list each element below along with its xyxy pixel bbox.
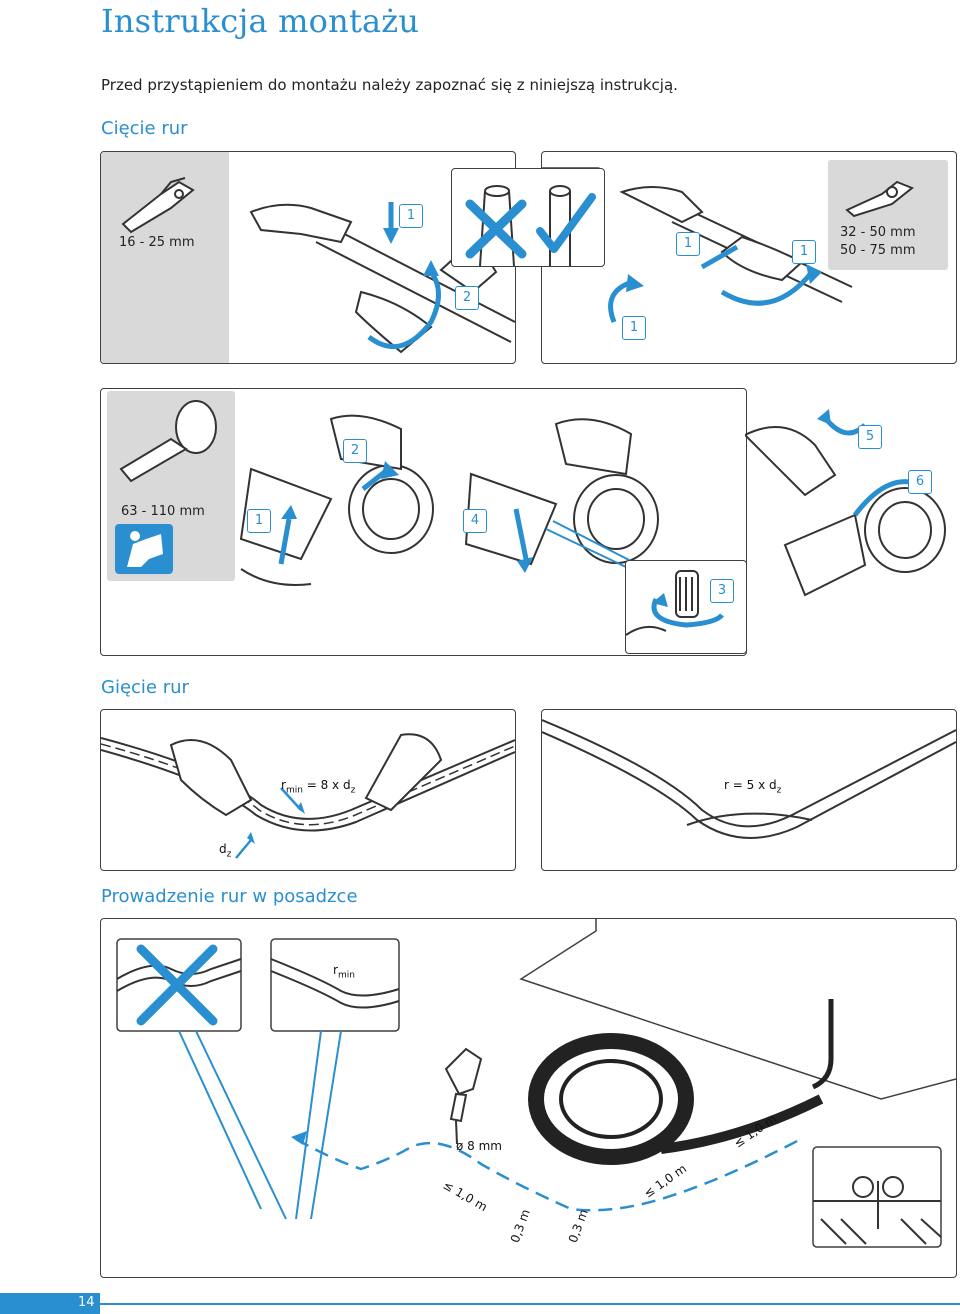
hand-illustration bbox=[169, 733, 443, 817]
step-badge: 1 bbox=[676, 232, 700, 256]
pipe-check-illustration bbox=[465, 185, 596, 266]
page-number-bar: 14 bbox=[0, 1293, 960, 1314]
rotate-arrow-icon bbox=[367, 202, 441, 350]
page-number: 14 bbox=[78, 1295, 95, 1310]
section-title-cutting: Cięcie rur bbox=[101, 118, 188, 139]
knob-illustration bbox=[626, 570, 724, 636]
pipe-illustration bbox=[464, 418, 659, 566]
cross-icon bbox=[136, 944, 218, 1026]
cut-large-illustration bbox=[115, 400, 659, 586]
step-badge: 5 bbox=[858, 425, 882, 449]
step-badge: 1 bbox=[399, 204, 423, 228]
bend-spring-illustration bbox=[542, 719, 956, 839]
page-number-line bbox=[100, 1303, 960, 1305]
step-badge: 1 bbox=[792, 240, 816, 264]
large-cutter-icon bbox=[119, 400, 217, 483]
step-badge: 6 bbox=[908, 470, 932, 494]
pipe-coil-illustration bbox=[528, 1033, 824, 1165]
range-label-medium: 32 - 50 mm 50 - 75 mm bbox=[840, 224, 916, 260]
step-badge: 4 bbox=[463, 509, 487, 533]
panel-bend-manual: rmin = 8 x dz dz bbox=[100, 709, 516, 871]
screed-illustration bbox=[116, 919, 956, 1248]
panel-bend-spring: r = 5 x dz bbox=[541, 709, 957, 871]
page-number-block bbox=[0, 1293, 100, 1314]
range-label-small: 16 - 25 mm bbox=[119, 235, 195, 250]
step-badge: 3 bbox=[710, 579, 734, 603]
ratchet-cutter-icon bbox=[845, 180, 914, 218]
bend-manual-illustration bbox=[101, 733, 515, 859]
page-title: Instrukcja montażu bbox=[101, 2, 420, 40]
panel-cut-medium: 32 - 50 mm 50 - 75 mm 1 1 1 bbox=[541, 151, 957, 364]
step-badge: 1 bbox=[622, 316, 646, 340]
tool-background bbox=[828, 160, 948, 270]
knob-inset: 3 bbox=[625, 560, 747, 654]
floor-outline bbox=[519, 919, 956, 1100]
dz-label: dz bbox=[219, 842, 232, 860]
panel-cut-large: 63 - 110 mm 1 2 4 bbox=[100, 388, 747, 656]
step-badge: 2 bbox=[343, 439, 367, 463]
riser-pipe bbox=[811, 999, 834, 1090]
cut-small-illustration bbox=[121, 177, 515, 354]
rmin-label: rmin = 8 x dz bbox=[281, 778, 356, 796]
cut-final-illustration bbox=[745, 409, 946, 597]
section-title-bending: Gięcie rur bbox=[101, 677, 189, 698]
drill-size-label: ø 8 mm bbox=[456, 1139, 502, 1153]
pipe-check-inset bbox=[451, 168, 605, 267]
checkmark-icon bbox=[536, 193, 596, 253]
range-line-1: 32 - 50 mm bbox=[840, 225, 916, 240]
step-badge: 1 bbox=[247, 509, 271, 533]
read-manual-icon bbox=[115, 524, 173, 574]
rotate-arrow-icon bbox=[651, 597, 724, 628]
section-title-screed: Prowadzenie rur w posadzce bbox=[101, 886, 358, 907]
pipe-illustration bbox=[619, 186, 853, 303]
intro-text: Przed przystąpieniem do montażu należy z… bbox=[101, 76, 678, 94]
range-line-2: 50 - 75 mm bbox=[840, 243, 916, 258]
pipe-cutter-icon bbox=[121, 177, 195, 234]
panel-screed: rmin ø 8 mm ≤ 1,0 m 0,3 m 0,3 m ≤ 1,0 m … bbox=[100, 918, 957, 1278]
pointer-arrow-icon bbox=[235, 787, 302, 859]
panel-cut-small: 16 - 25 mm 1 2 bbox=[100, 151, 516, 364]
drill-icon bbox=[444, 1047, 483, 1145]
range-label-large: 63 - 110 mm bbox=[121, 504, 205, 519]
screed-rmin-label: rmin bbox=[333, 963, 355, 981]
cross-icon bbox=[465, 199, 527, 259]
pipe-illustration bbox=[249, 203, 515, 354]
step-badge: 2 bbox=[455, 286, 479, 310]
pipe-illustration bbox=[239, 414, 434, 586]
pipe-route bbox=[295, 1137, 802, 1212]
tool-background bbox=[101, 152, 229, 363]
clip-detail-illustration bbox=[813, 1176, 942, 1245]
r-label: r = 5 x dz bbox=[724, 778, 782, 796]
